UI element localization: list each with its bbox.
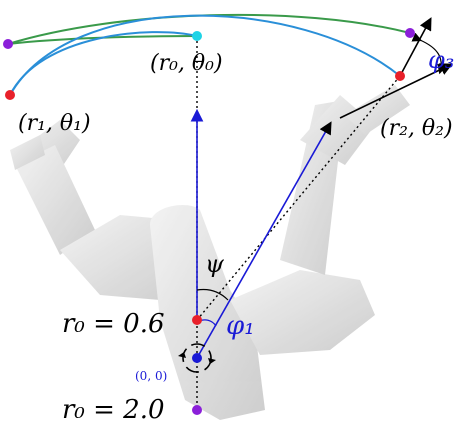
label-r0-theta0: (r₀, θ₀) [150, 51, 223, 76]
point-purple-left [3, 39, 13, 49]
label-phi1: φ₁ [226, 311, 255, 341]
point-blue-origin [192, 353, 202, 363]
phi3-angle-arc [411, 32, 447, 75]
label-r2-theta2: (r₂, θ₂) [380, 116, 453, 141]
label-r0-06: r₀ = 0.6 [62, 309, 165, 339]
label-psi: ψ [205, 250, 225, 278]
point-red-center [192, 315, 202, 325]
rotation-arrow-top [178, 352, 186, 358]
phi3-arrow-upper [399, 17, 432, 77]
label-phi3: φ₃ [428, 46, 454, 74]
psi-angle-arc [196, 288, 229, 301]
label-r1-theta1: (r₁, θ₁) [18, 111, 91, 136]
blue-curve-left-to-right [9, 14, 401, 96]
robot-arm-silhouette [10, 85, 410, 420]
blue-diagonal-arrow [196, 121, 332, 359]
label-r0-20: r₀ = 2.0 [62, 395, 165, 425]
point-red-left [5, 90, 15, 100]
rotation-arrow-bottom [208, 358, 216, 364]
point-red-right [395, 71, 405, 81]
point-purple-right [405, 28, 415, 38]
origin-rotation-circle [182, 343, 212, 373]
label-origin: (0, 0) [135, 369, 167, 383]
point-purple-bottom [192, 405, 202, 415]
point-cyan-top [192, 31, 202, 41]
